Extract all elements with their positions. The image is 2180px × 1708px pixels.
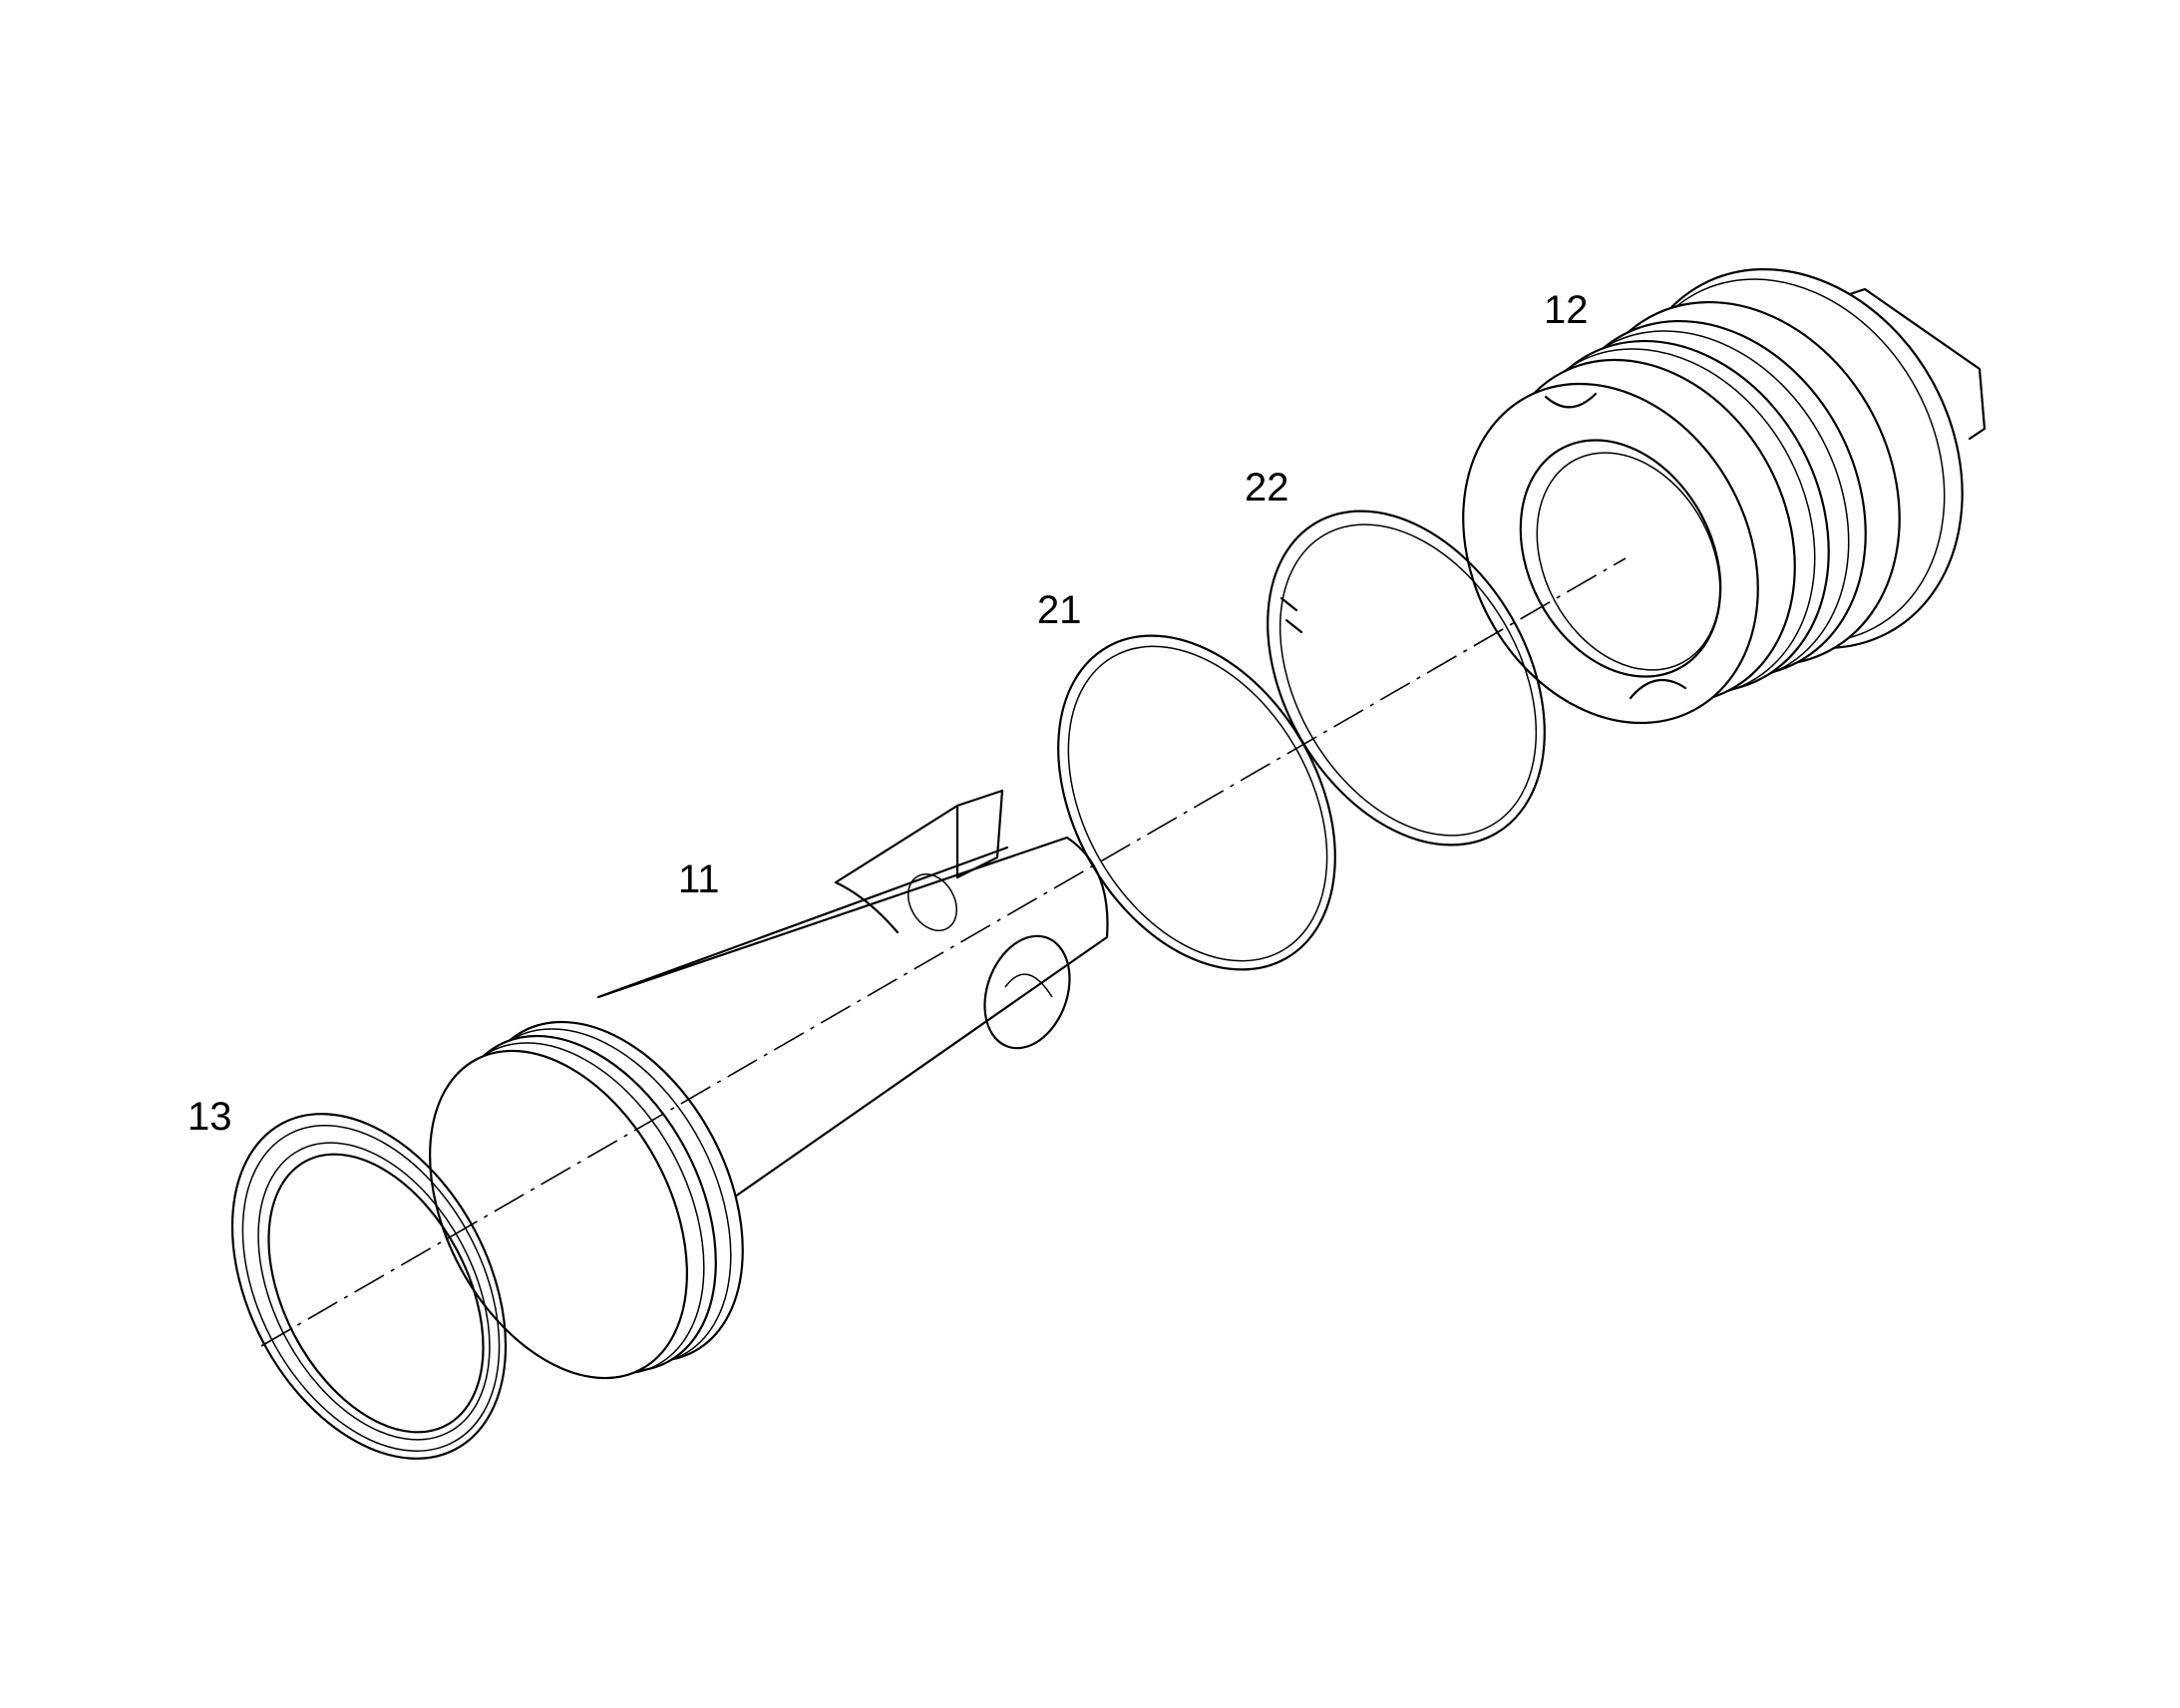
callout-13: 13 [187,1095,232,1139]
center-axis-line [260,557,1627,1347]
callout-11: 11 [678,857,720,901]
callout-22: 22 [1245,466,1289,510]
part-21-ring [1057,634,1336,971]
callout-21: 21 [1037,588,1082,632]
callout-12: 12 [1544,288,1589,332]
part-12-threaded-plug [1462,267,1987,725]
part-13-seal-ring [230,1113,508,1460]
part-11-piston [429,789,1109,1380]
